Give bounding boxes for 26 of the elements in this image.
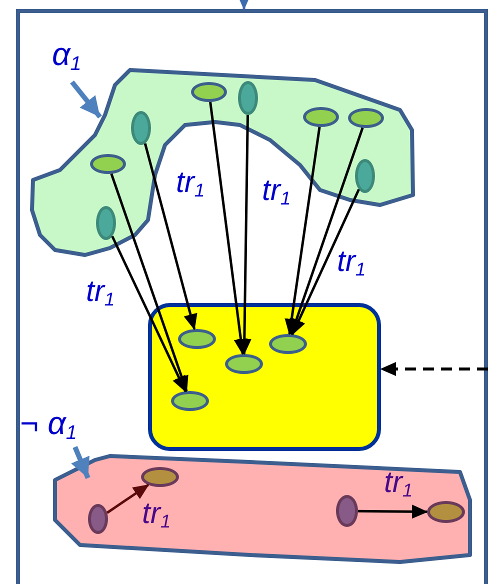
- arrow: [111, 236, 187, 392]
- edge-label: tr$_{1}$: [142, 499, 171, 532]
- state-oval: [178, 329, 216, 349]
- frame-box: [16, 9, 488, 584]
- edge-label: tr$_{1}$: [384, 468, 413, 500]
- arrow: [144, 143, 198, 330]
- region-box: [148, 303, 381, 451]
- transition-label: tr$_{1}$: [86, 277, 115, 310]
- arrow: [291, 188, 360, 336]
- formula-label: α$_{1}$: [52, 38, 82, 75]
- leader-arrow: [70, 80, 102, 119]
- formula-label: ¬ α$_{1}$: [20, 407, 77, 444]
- arrow: [106, 484, 150, 514]
- arrow: [284, 126, 321, 336]
- region-blob: [52, 453, 474, 565]
- state-oval: [171, 391, 209, 411]
- state-oval: [225, 354, 263, 374]
- arrow: [237, 0, 251, 10]
- transition-label: tr$_{1}$: [262, 176, 291, 208]
- transition-label: tr$_{1}$: [337, 247, 366, 280]
- arrow: [110, 173, 188, 392]
- state-oval: [269, 334, 307, 354]
- arrow: [290, 127, 364, 336]
- arrow: [380, 362, 488, 376]
- arrow: [358, 504, 428, 519]
- transition-label: tr$_{1}$: [176, 168, 205, 200]
